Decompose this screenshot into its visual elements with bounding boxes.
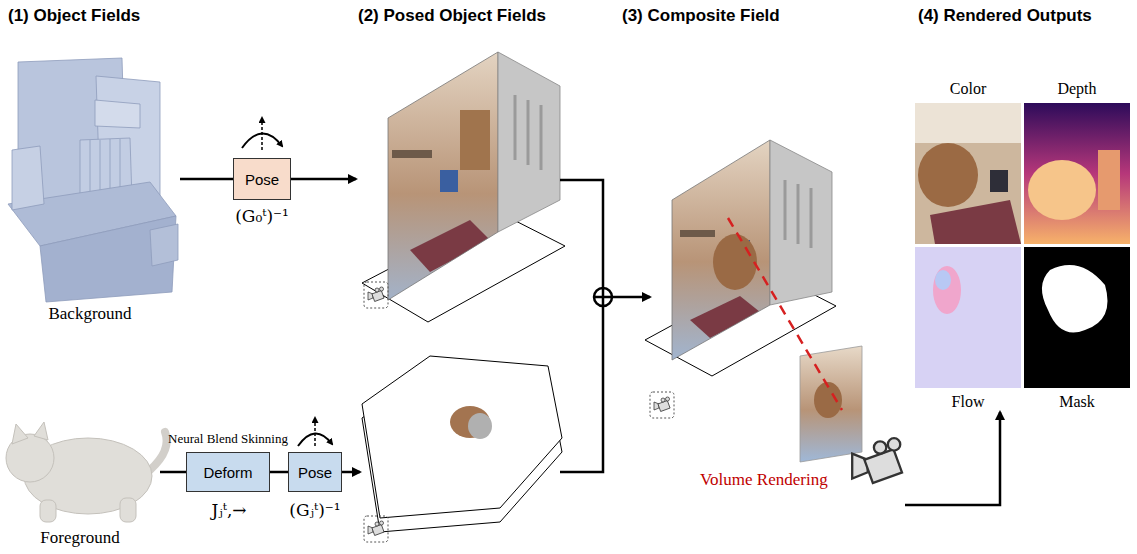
output-label: Color — [950, 80, 986, 98]
pose-box: Pose — [233, 158, 291, 200]
deform-formula: Jⱼᵗ,→ — [211, 500, 246, 520]
box-text: Pose — [245, 171, 279, 188]
field-label: Background — [0, 304, 180, 324]
pose-formula: (G₀ᵗ)⁻¹ — [235, 206, 289, 226]
box-text: Pose — [298, 464, 332, 481]
box-text: Deform — [203, 464, 252, 481]
section-heading: (1) Object Fields — [8, 6, 140, 26]
background-field: Background — [0, 56, 180, 324]
foreground-field: Foreground — [0, 420, 160, 548]
section-heading: (2) Posed Object Fields — [358, 6, 546, 26]
output-label: Depth — [1057, 80, 1096, 98]
render-label: Volume Rendering — [700, 470, 828, 490]
section-heading: (3) Composite Field — [622, 6, 780, 26]
section-heading: (4) Rendered Outputs — [918, 6, 1092, 26]
field-label: Foreground — [0, 528, 160, 548]
box-heading: Neural Blend Skinning — [168, 431, 288, 447]
output-label: Mask — [1059, 393, 1095, 411]
deform-box: Neural Blend SkinningDeform — [186, 452, 270, 492]
output-label: Flow — [952, 393, 985, 411]
connector — [180, 178, 233, 181]
pose-box: Pose — [288, 452, 342, 492]
connector — [270, 471, 288, 474]
connector — [160, 471, 186, 474]
pose-formula: (Gⱼᵗ)⁻¹ — [289, 500, 340, 520]
